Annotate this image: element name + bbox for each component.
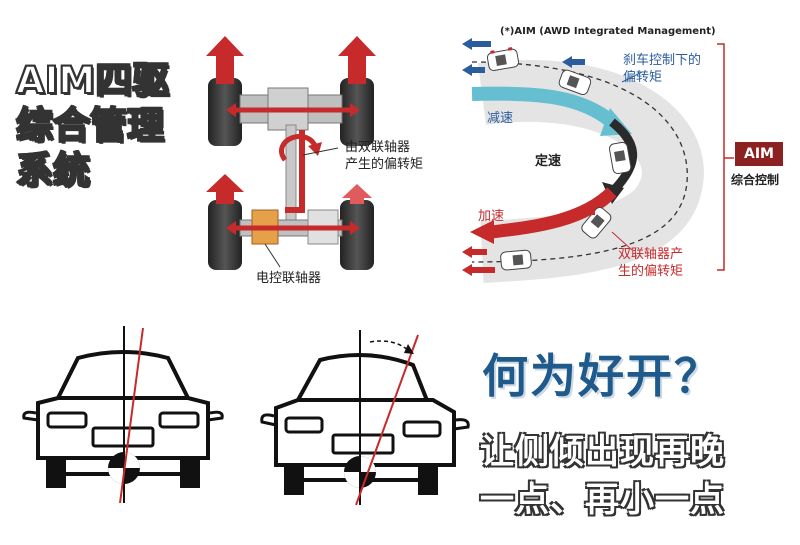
- slogan-line-1: 让侧倾出现再晚: [480, 432, 725, 472]
- car-upper-curve: [558, 69, 592, 96]
- tire-rear-left: [208, 200, 242, 270]
- aim-caption: 综合控制: [731, 173, 780, 187]
- car-middle-right: [608, 141, 632, 175]
- tire-front-left: [208, 78, 242, 146]
- slogan: 让侧倾出现再晚 一点、再小一点: [480, 428, 725, 524]
- system-title-line-2: 综合管理: [15, 103, 165, 148]
- thrust-arrow-front-right: [338, 36, 376, 84]
- accel-arrow: [491, 187, 617, 239]
- coupling-label: 电控联轴器: [256, 271, 322, 286]
- tire-rear-right: [340, 200, 374, 270]
- yaw-moment-label: 由双联轴器 产生的偏转矩: [345, 140, 424, 172]
- twin-coupling-yaw-label: 双联轴器产 生的偏转矩: [618, 247, 684, 279]
- aim-badge: AIM: [735, 142, 783, 166]
- car-front-leaning: [260, 330, 470, 506]
- cornering-diagram: (*)AIM (AWD Integrated Management): [462, 26, 734, 283]
- drivetrain-diagram: [206, 36, 376, 270]
- car-top-left: [486, 47, 520, 72]
- question-headline: 何为好开？: [482, 349, 722, 403]
- thrust-arrow-front-left: [206, 36, 244, 84]
- aim-header: (*)AIM (AWD Integrated Management): [500, 26, 716, 37]
- accel-label: 加速: [478, 209, 505, 224]
- thrust-arrow-rear-right: [342, 184, 372, 204]
- brake-yaw-label: 刹车控制下的 偏转矩: [623, 53, 702, 85]
- yaw-rotation-arrow: [279, 134, 319, 162]
- car-lower-curve: [581, 207, 612, 239]
- decel-label: 减速: [487, 111, 514, 126]
- decel-arrow: [471, 86, 617, 128]
- system-title: AIM四驱 综合管理 系统: [15, 58, 170, 193]
- system-title-line-1: AIM四驱: [15, 58, 170, 103]
- steady-arrow: [608, 118, 638, 196]
- car-front-upright: [22, 326, 224, 503]
- system-title-line-3: 系统: [15, 148, 91, 193]
- thrust-arrow-rear-left: [206, 174, 244, 204]
- slogan-line-2: 一点、再小一点: [480, 480, 725, 520]
- steady-label: 定速: [535, 154, 562, 169]
- car-bottom-left: [500, 249, 532, 271]
